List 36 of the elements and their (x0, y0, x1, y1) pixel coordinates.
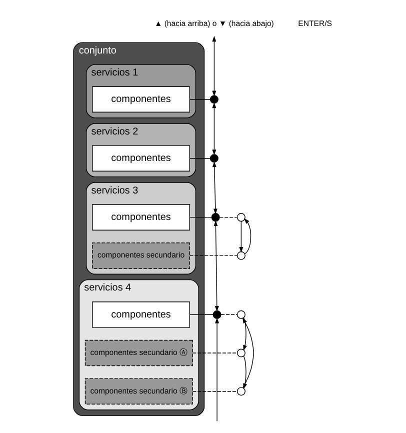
connector (192, 391, 238, 392)
node-box: componentes (92, 86, 190, 113)
connector (189, 255, 238, 256)
node-box: componentes (92, 302, 190, 328)
connector (189, 314, 214, 315)
arrow (214, 220, 219, 312)
node-box: componentes (92, 204, 190, 230)
node-text: ▲ (hacia arriba) o ▼ (hacia abajo) (154, 19, 274, 28)
arrow (243, 317, 247, 351)
connector (192, 352, 238, 354)
connector (219, 216, 238, 218)
label: ENTER/S (298, 19, 332, 28)
arrow (212, 161, 218, 214)
node-box: componentes secundario Ⓑ (84, 378, 193, 404)
connector (220, 314, 238, 315)
arrow (212, 36, 216, 96)
connector (190, 99, 211, 100)
node-box: componentes (92, 145, 190, 172)
node-circle (210, 95, 218, 104)
node-circle (211, 213, 220, 222)
arrow (242, 317, 254, 388)
node-box: componentes secundario (92, 242, 190, 269)
arrow (212, 102, 216, 156)
arrow (244, 218, 252, 254)
connector (190, 158, 211, 159)
connector (190, 216, 212, 218)
arrow (239, 221, 244, 253)
node-circle (212, 310, 222, 319)
node-circle (236, 310, 246, 319)
node-circle (236, 348, 246, 358)
node-circle (236, 251, 246, 260)
arrow (215, 318, 220, 422)
node-circle (236, 387, 246, 396)
node-circle (236, 213, 246, 222)
node-box: componentes secundario Ⓐ (84, 340, 193, 366)
node-circle (210, 154, 218, 163)
